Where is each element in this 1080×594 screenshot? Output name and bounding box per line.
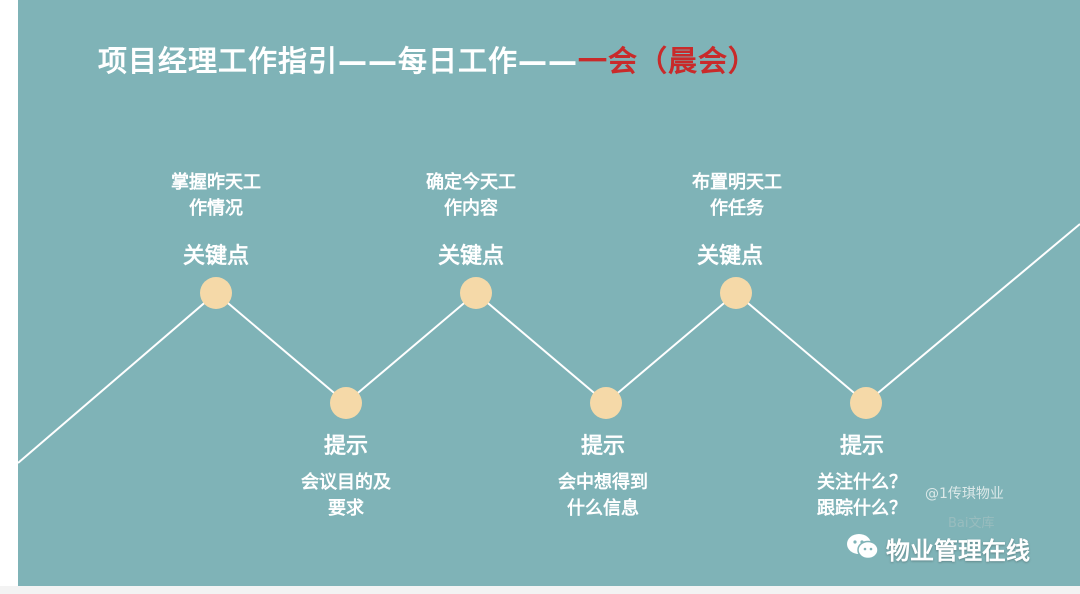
- valley-key-label: 提示: [323, 434, 368, 459]
- peak-dot: [460, 277, 492, 309]
- peak-key-label: 关键点: [696, 244, 763, 269]
- peak-key-label: 关键点: [437, 244, 504, 269]
- valley-key-label: 提示: [839, 434, 884, 459]
- valley-dot: [330, 387, 362, 419]
- peak-desc-line: 掌握昨天工: [171, 172, 261, 193]
- peak-desc-line: 作内容: [444, 198, 498, 219]
- peak-dot: [720, 277, 752, 309]
- valley-key-label: 提示: [580, 434, 625, 459]
- bottom-margin: [0, 586, 1080, 594]
- peak-desc-line: 确定今天工: [426, 172, 516, 193]
- wechat-icon: [846, 532, 880, 566]
- valley-desc-line: 跟踪什么？: [817, 498, 907, 519]
- valley-desc-line: 会议目的及: [301, 472, 391, 493]
- left-margin: [0, 0, 18, 594]
- wechat-watermark: 物业管理在线: [846, 531, 1030, 566]
- peak-description: 布置明天工 作任务: [672, 170, 802, 222]
- valley-desc-line: 会中想得到: [558, 472, 648, 493]
- valley-desc-line: 关注什么？: [817, 472, 907, 493]
- title-accent: 一会（晨会）: [578, 44, 759, 78]
- peak-description: 掌握昨天工 作情况: [156, 170, 276, 222]
- valley-desc-line: 要求: [328, 498, 364, 519]
- peak-desc-line: 作任务: [710, 198, 764, 219]
- zigzag-line: [17, 223, 1080, 464]
- wechat-account-name: 物业管理在线: [886, 537, 1030, 565]
- peak-desc-line: 作情况: [189, 198, 243, 219]
- valley-dot: [590, 387, 622, 419]
- watermark-handle: @1传琪物业: [925, 486, 1004, 502]
- valley-dot: [850, 387, 882, 419]
- title-prefix: 项目经理工作指引——每日工作——: [98, 44, 579, 78]
- valley-description: 关注什么？ 跟踪什么？: [797, 470, 927, 522]
- valley-desc-line: 什么信息: [567, 498, 639, 519]
- page-title: 项目经理工作指引——每日工作——一会（晨会）: [98, 38, 758, 80]
- valley-description: 会中想得到 什么信息: [538, 470, 668, 522]
- peak-key-label: 关键点: [182, 244, 249, 269]
- valley-description: 会议目的及 要求: [281, 470, 411, 522]
- peak-desc-line: 布置明天工: [692, 172, 782, 193]
- peak-dot: [200, 277, 232, 309]
- peak-description: 确定今天工 作内容: [406, 170, 536, 222]
- baidu-watermark: Bai文库: [948, 516, 995, 531]
